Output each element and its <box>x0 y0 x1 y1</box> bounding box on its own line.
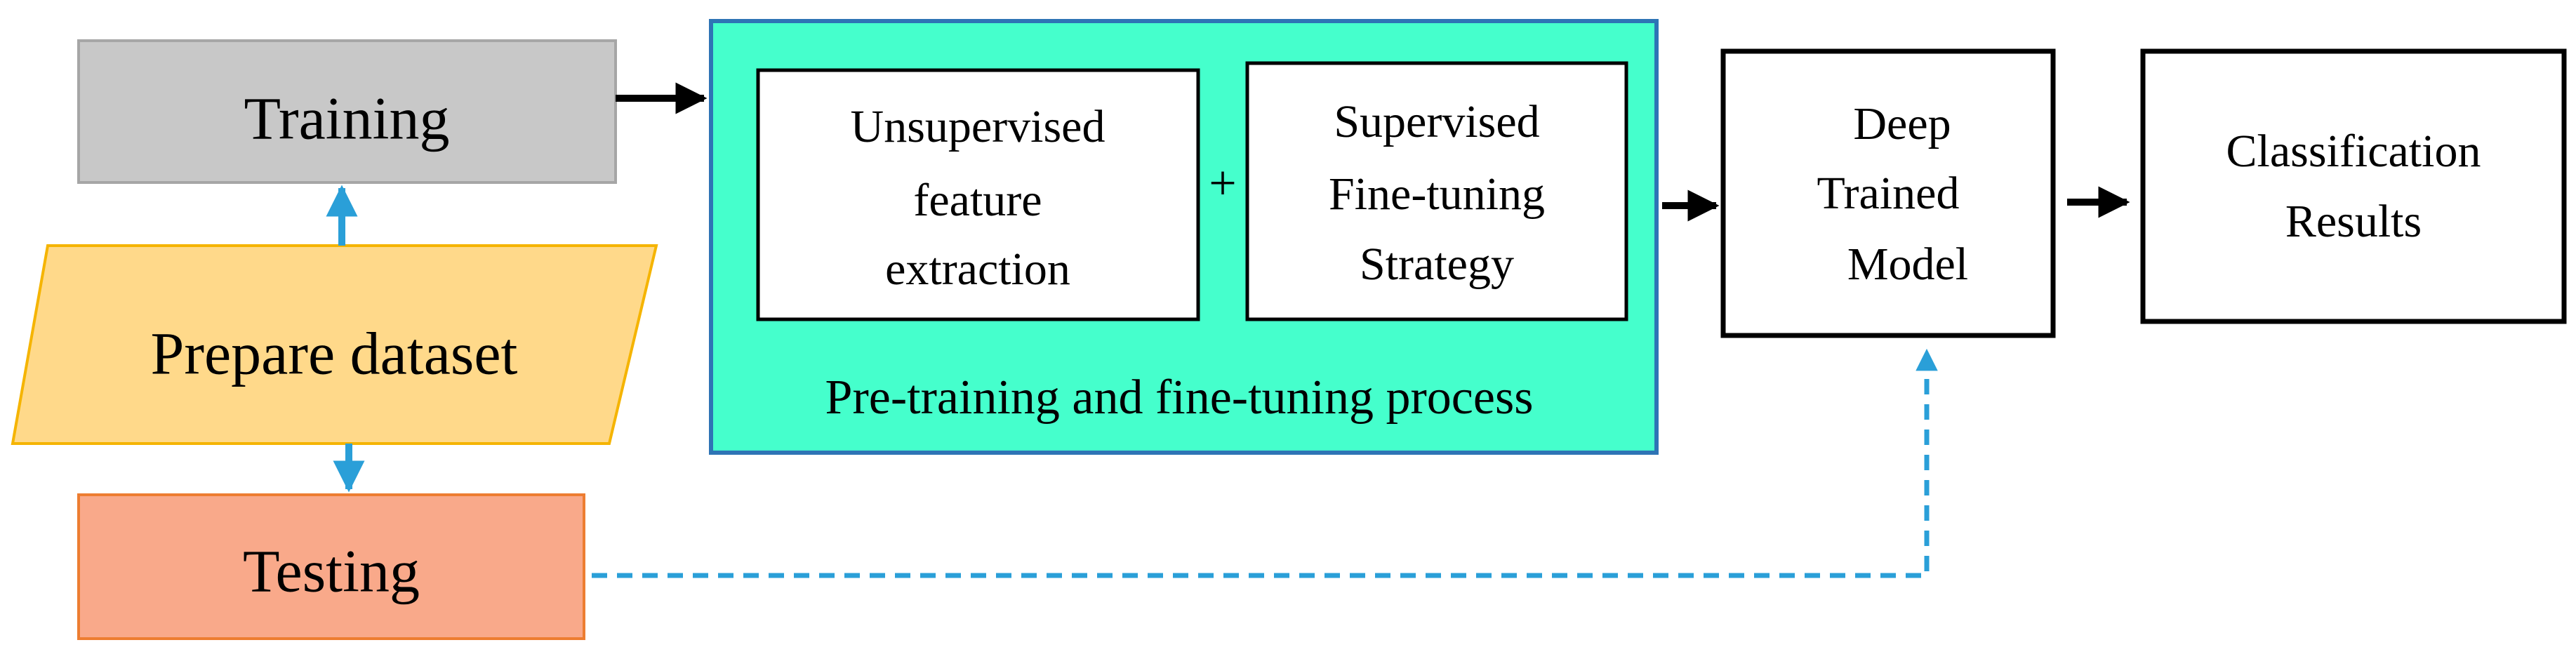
supervised-line-2: Fine-tuning <box>1329 168 1545 220</box>
unsupervised-line-1: Unsupervised <box>851 101 1106 152</box>
results-line-2: Results <box>2285 196 2422 247</box>
prepare-dataset-label: Prepare dataset <box>151 320 518 387</box>
testing-node: Testing <box>77 493 585 640</box>
classification-results-box <box>2140 48 2567 324</box>
unsupervised-node: Unsupervised feature extraction <box>756 68 1200 321</box>
pretrain-group-label: Pre-training and fine-tuning process <box>825 371 1534 425</box>
deep-trained-model-box <box>1720 48 2056 338</box>
model-line-2: Trained <box>1817 168 1960 219</box>
unsupervised-box <box>756 68 1200 321</box>
classification-results-node: Classification Results <box>2140 48 2567 324</box>
unsupervised-line-2: feature <box>913 175 1042 226</box>
training-label: Training <box>244 85 449 152</box>
testing-label: Testing <box>243 538 420 605</box>
model-line-1: Deep <box>1853 98 1951 149</box>
prepare-dataset-node: Prepare dataset <box>11 244 658 445</box>
prepare-dataset-shape <box>11 244 658 445</box>
unsupervised-line-3: extraction <box>885 244 1070 295</box>
supervised-line-1: Supervised <box>1334 96 1539 147</box>
training-box <box>77 39 617 184</box>
model-line-3: Model <box>1847 239 1968 290</box>
deep-trained-model-node: Deep Trained Model <box>1720 48 2056 338</box>
supervised-box <box>1245 61 1628 321</box>
training-node: Training <box>77 39 617 184</box>
supervised-node: Supervised Fine-tuning Strategy <box>1245 61 1628 321</box>
pretrain-group: Unsupervised feature extraction + Superv… <box>709 19 1659 455</box>
plus-sign: + <box>1209 157 1236 211</box>
supervised-line-3: Strategy <box>1360 239 1514 290</box>
testing-to-model-dashed-arrow <box>592 348 1938 578</box>
results-line-1: Classification <box>2226 126 2481 177</box>
testing-box <box>77 493 585 640</box>
